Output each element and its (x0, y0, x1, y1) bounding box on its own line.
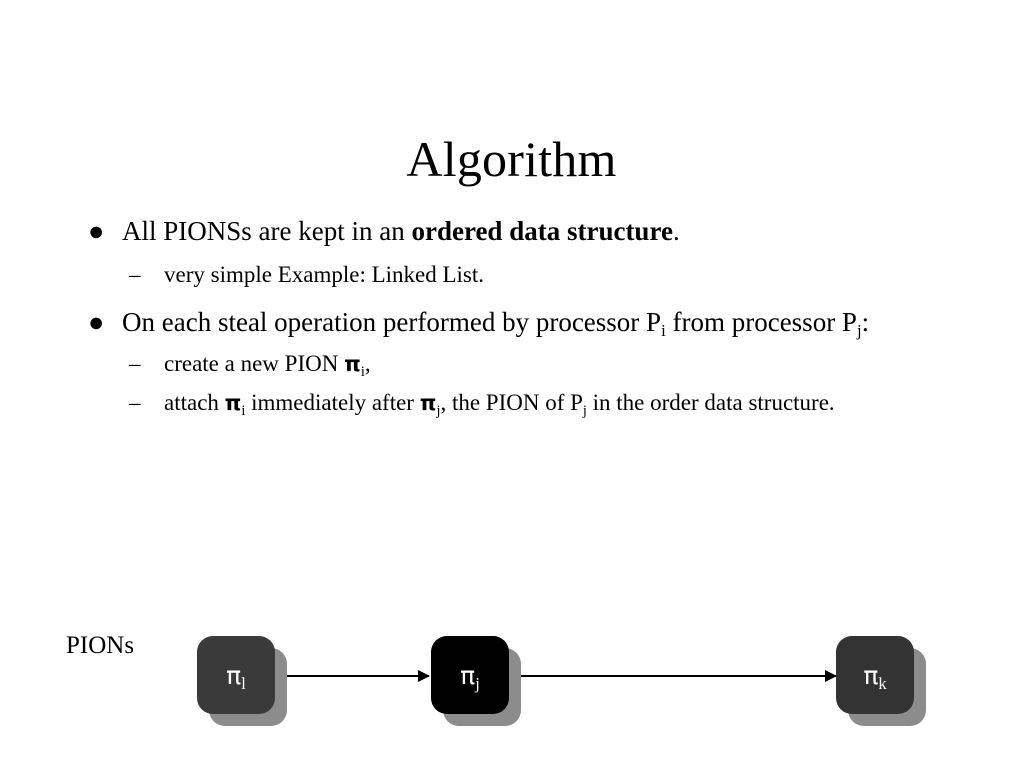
pi-symbol: π (224, 390, 242, 415)
sub-bullet-3-part2: immediately after (245, 390, 420, 415)
pi-symbol: π (863, 660, 879, 690)
node-3-label: πk (863, 660, 886, 692)
bullet-marker: ● (88, 216, 105, 246)
bullet-1-bold: ordered data structure (411, 216, 673, 246)
pi-symbol: π (344, 351, 361, 376)
bullet-1-text-before: All PIONSs are kept in an (122, 216, 412, 246)
pi-subscript-i: i (241, 402, 246, 419)
sub-bullet-2-part1: create a new PION (164, 351, 345, 376)
pi-symbol: π (460, 660, 476, 690)
bullet-2-part3: : (861, 307, 870, 337)
page-title: Algorithm (406, 130, 617, 187)
bullet-item-1: ● All PIONSs are kept in an ordered data… (84, 213, 964, 249)
pi-subscript-k: k (878, 674, 887, 694)
node-1-label: πl (226, 660, 246, 692)
sub-bullet-3-part3: , the PION of P (440, 390, 583, 415)
pi-subscript-j: j (436, 402, 441, 419)
node-pi-j[interactable]: πj (431, 636, 509, 714)
sub-bullet-item-1: – very simple Example: Linked List. (84, 259, 964, 290)
sub-bullet-item-3: – attach πi immediately after πj, the PI… (84, 387, 964, 418)
bullet-1-text-after: . (672, 216, 680, 246)
bullet-item-2: ● On each steal operation performed by p… (84, 304, 964, 340)
node-pi-k[interactable]: πk (836, 636, 914, 714)
sub-bullet-3-part1: attach (164, 390, 225, 415)
diagram-label-pions: PIONs (66, 632, 135, 659)
pi-subscript-j: j (475, 674, 480, 694)
bullet-2-sub-i: i (661, 321, 666, 341)
sub-bullet-2-part2: , (364, 351, 371, 376)
bullet-2-part2: from processor P (665, 307, 857, 337)
arrow-node1-to-node2 (277, 670, 430, 682)
node-2-label: πj (460, 660, 480, 692)
pions-linked-list-diagram: PIONs πl πj πk (0, 600, 1023, 767)
pi-symbol: π (226, 660, 242, 690)
dash-marker: – (129, 351, 141, 376)
bullet-2-part1: On each steal operation performed by pro… (122, 307, 662, 337)
pi-symbol: π (419, 390, 437, 415)
p-subscript-j: j (582, 402, 587, 419)
outline-body: ● All PIONSs are kept in an ordered data… (84, 213, 964, 424)
bullet-2-sub-j: j (856, 321, 862, 341)
sub-bullet-item-2: – create a new PION πi, (84, 348, 964, 379)
node-pi-l[interactable]: πl (197, 636, 275, 714)
dash-marker: – (129, 262, 141, 287)
bullet-marker: ● (88, 307, 105, 337)
pi-subscript-i: i (360, 363, 365, 380)
arrow-node2-to-node3 (511, 670, 837, 682)
sub-bullet-1-text: very simple Example: Linked List. (164, 262, 485, 287)
dash-marker: – (129, 390, 141, 415)
sub-bullet-3-part4: in the order data structure. (586, 390, 835, 415)
pi-subscript-l: l (241, 674, 246, 694)
